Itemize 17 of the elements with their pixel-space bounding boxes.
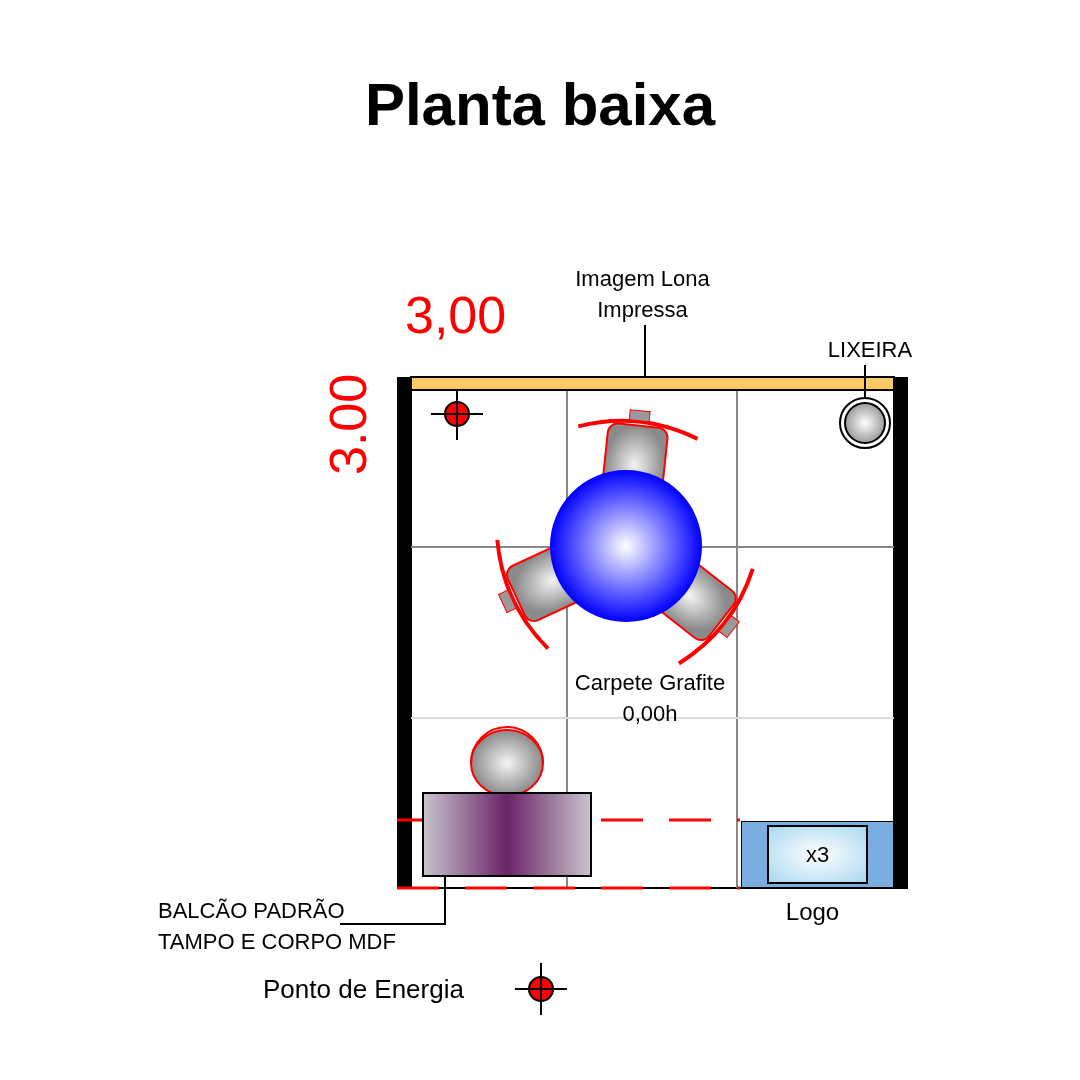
dimension-text: 3,00	[405, 285, 507, 345]
counter-label: BALCÃO PADRÃO TAMPO E CORPO MDF	[158, 897, 397, 956]
leader-line	[339, 876, 446, 925]
shelf	[741, 821, 894, 888]
legend-text: Ponto de Energia	[263, 973, 464, 1005]
quantity-text: x3	[805, 841, 830, 868]
trash-bin	[839, 397, 891, 449]
banner-strip	[411, 377, 894, 390]
leader-line	[644, 324, 646, 378]
dimension-text: 3.00	[318, 373, 378, 475]
caption-text: LIXEIRA	[826, 336, 914, 364]
caption-text: Imagem Lona Impressa	[574, 265, 711, 324]
counter	[422, 792, 592, 877]
leader-line	[864, 364, 866, 398]
caption-text: Logo	[784, 897, 841, 927]
title: Planta baixa	[363, 70, 717, 139]
floor-finish-text: Carpete Grafite 0,00h	[573, 669, 727, 728]
